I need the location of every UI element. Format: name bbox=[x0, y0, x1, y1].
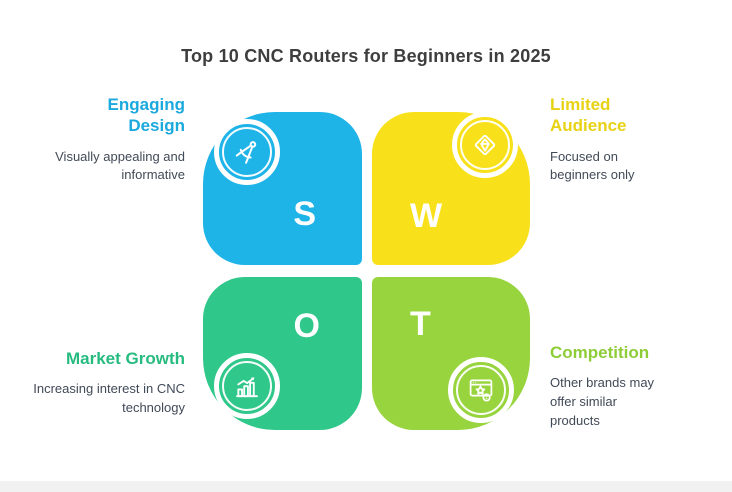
page-title: Top 10 CNC Routers for Beginners in 2025 bbox=[181, 46, 551, 66]
weaknesses-icon-badge bbox=[452, 112, 518, 178]
opportunities-label: Market Growth Increasing interest in CNC… bbox=[18, 348, 185, 418]
weaknesses-description: Focused on beginners only bbox=[550, 148, 635, 183]
podium-ranking-icon: 1 bbox=[469, 379, 493, 402]
threats-description: Other brands may offer similar products bbox=[550, 375, 655, 428]
threats-label: Competition Other brands may offer simil… bbox=[550, 342, 680, 431]
gem-icon bbox=[474, 134, 496, 156]
strengths-icon-badge bbox=[214, 119, 280, 185]
opportunities-letter: O bbox=[293, 307, 320, 345]
opportunities-icon-badge bbox=[214, 353, 280, 419]
drafting-compass-icon bbox=[235, 141, 257, 164]
strengths-description: Visually appealing and informative bbox=[55, 148, 185, 183]
threats-heading: Competition bbox=[550, 343, 650, 362]
strengths-letter: S bbox=[293, 195, 316, 233]
weaknesses-label: Limited Audience Focused on beginners on… bbox=[550, 94, 700, 185]
threats-letter: T bbox=[410, 305, 431, 343]
growth-chart-icon bbox=[236, 377, 258, 398]
threats-icon-badge: 1 bbox=[448, 357, 514, 423]
opportunities-heading: Market Growth bbox=[65, 349, 185, 368]
strengths-heading: Engaging Design bbox=[107, 95, 185, 136]
weaknesses-heading: Limited Audience bbox=[550, 95, 627, 136]
footer-strip bbox=[0, 481, 732, 492]
svg-text:1: 1 bbox=[485, 395, 488, 401]
opportunities-description: Increasing interest in CNC technology bbox=[33, 381, 185, 416]
strengths-label: Engaging Design Visually appealing and i… bbox=[25, 94, 185, 185]
weaknesses-letter: W bbox=[410, 197, 443, 235]
